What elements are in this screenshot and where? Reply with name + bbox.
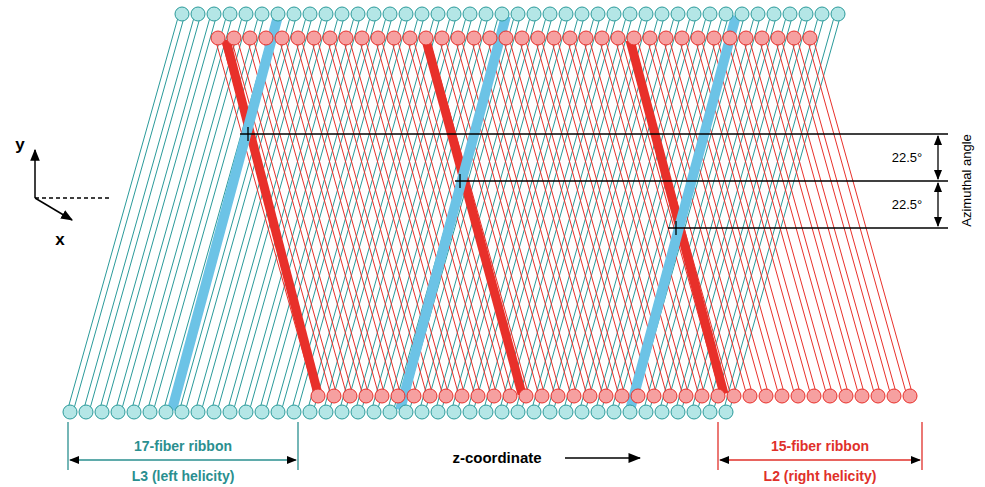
axis-label: x: [55, 230, 64, 250]
left-helicity-fibers: [67, 14, 841, 412]
ribbon-label: 17-fiber ribbon: [134, 438, 232, 454]
axis-label: y: [15, 135, 24, 155]
highlighted-fibers: [172, 16, 736, 410]
axes: [35, 150, 110, 220]
dimension-title: Azimuthal angle: [960, 134, 975, 227]
angle-lines: [240, 127, 948, 235]
ribbon-brackets: [68, 422, 922, 470]
angle-value: 22.5°: [890, 198, 925, 213]
axis-title: z-coordinate: [450, 449, 543, 466]
layer-label: L2 (right helicity): [764, 468, 877, 484]
angle-value: 22.5°: [890, 151, 925, 166]
fiber-ends: [63, 7, 917, 419]
layer-label: L3 (left helicity): [132, 468, 235, 484]
ribbon-label: 15-fiber ribbon: [771, 438, 869, 454]
right-helicity-fibers: [215, 38, 913, 396]
